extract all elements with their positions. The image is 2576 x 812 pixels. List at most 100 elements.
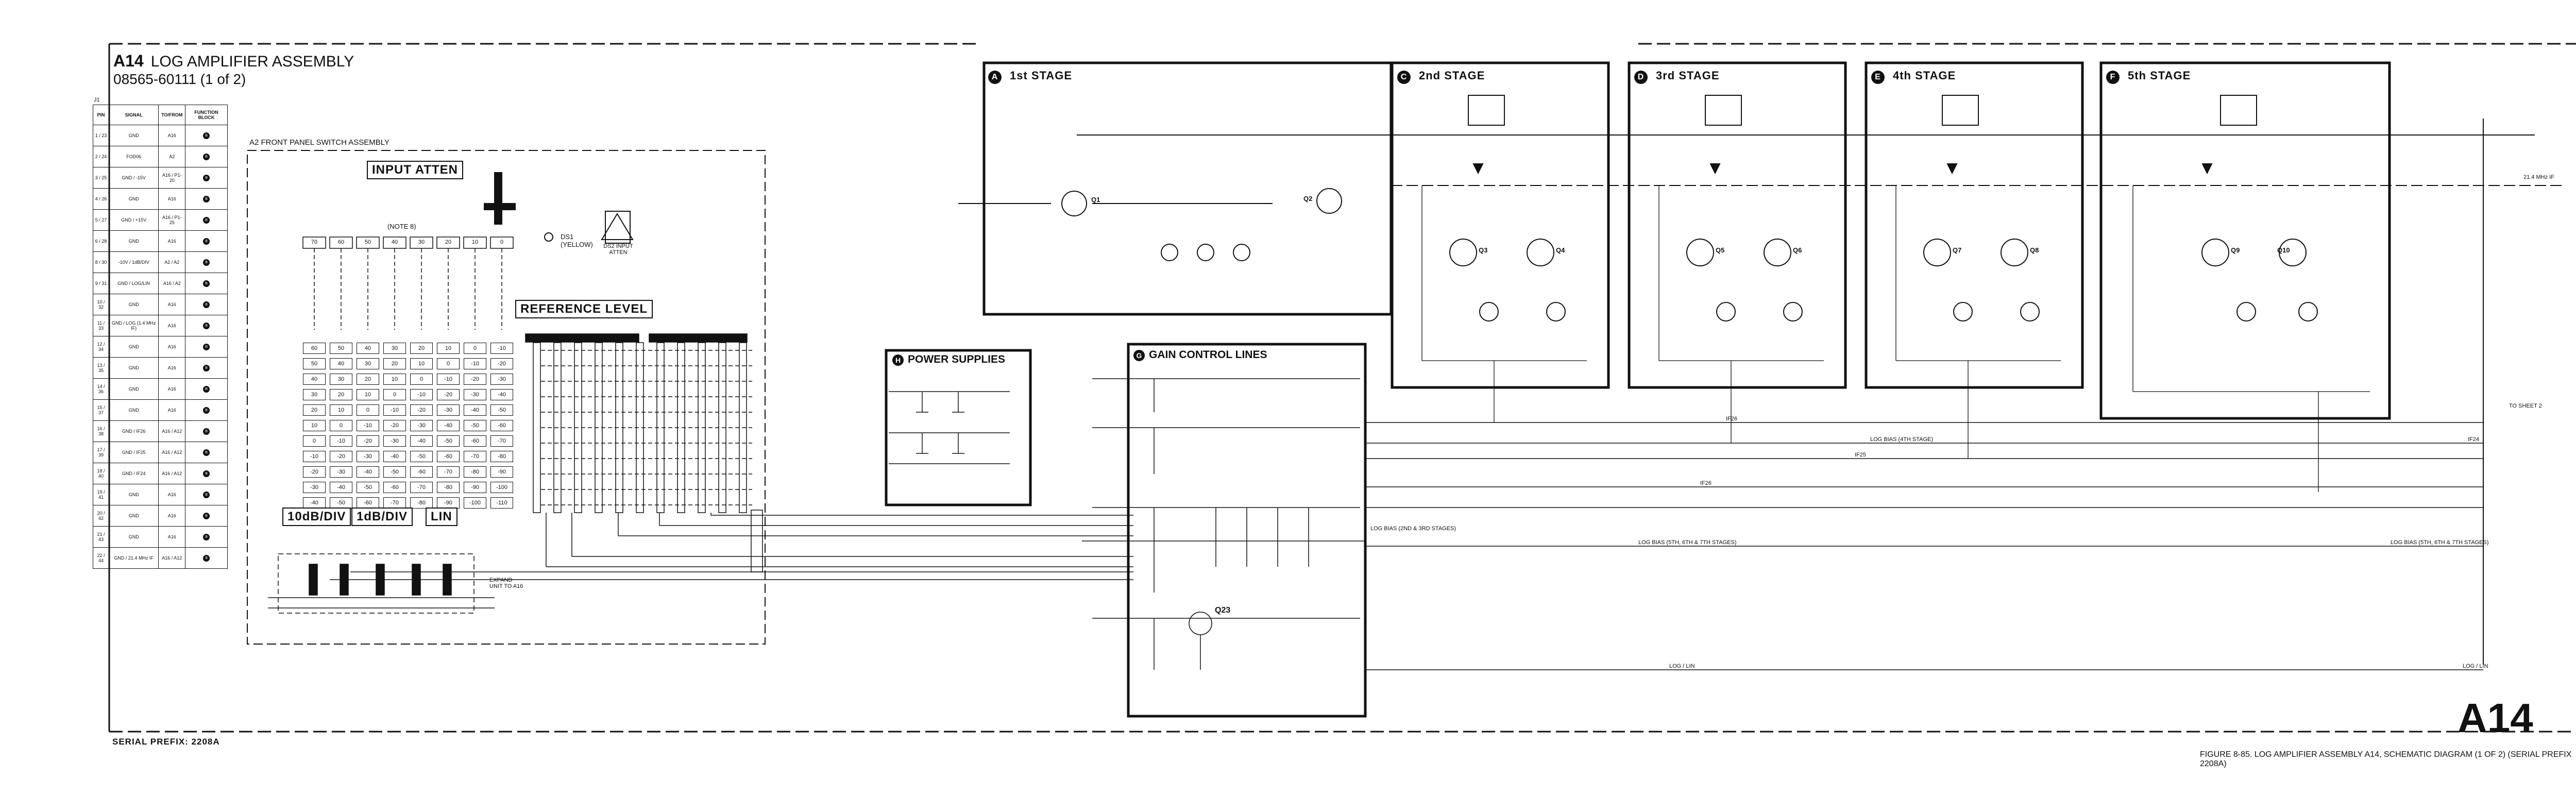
pin-cell: 6 / 28	[92, 230, 110, 252]
signal-cell: GND	[109, 188, 159, 210]
transistor-symbols	[1061, 188, 2318, 322]
signal-header: SIGNAL	[109, 105, 159, 125]
log-lin-label: LOG / LIN	[1669, 663, 1695, 669]
pin-cell: 15 / 37	[92, 399, 110, 421]
atten-value: 70	[311, 239, 318, 245]
reference-level-cell: -10	[410, 389, 433, 400]
reference-level-cell: 0	[330, 420, 352, 431]
reference-level-cell: -10	[330, 435, 352, 447]
stage-5-badge: F	[2106, 71, 2120, 84]
pin-header: PIN	[92, 105, 110, 125]
function-block-badge: B	[203, 470, 210, 477]
reference-level-cell: -30	[357, 451, 379, 462]
reference-level-cell: -90	[437, 497, 460, 509]
if24-label: IF24	[2468, 436, 2480, 443]
mode-10db-label: 10dB/DIV	[282, 508, 351, 526]
reference-level-cell: -50	[464, 420, 486, 431]
pin-cell: 13 / 35	[92, 357, 110, 379]
function-block-cell: B	[185, 442, 228, 463]
log-lin-right-label: LOG / LIN	[2463, 663, 2488, 669]
function-block-cell: B	[185, 463, 228, 484]
to-from-cell: A16	[158, 230, 186, 252]
reference-level-cell: -10	[490, 343, 513, 354]
function-block-header: FUNCTION BLOCK	[185, 105, 228, 125]
pin-cell: 14 / 36	[92, 378, 110, 400]
q3-label: Q3	[1479, 246, 1488, 254]
reference-level-cell: -60	[383, 482, 406, 493]
connector-label: J1	[94, 97, 100, 103]
signal-cell: GND	[109, 399, 159, 421]
power-supplies-badge: H	[892, 354, 904, 366]
pin-cell: 4 / 26	[92, 188, 110, 210]
reference-level-cell: 0	[410, 374, 433, 385]
function-block-cell: B	[185, 378, 228, 400]
atten-value: 60	[337, 239, 345, 245]
reference-level-cell: -100	[490, 482, 513, 493]
reference-level-cell: -80	[490, 451, 513, 462]
pin-cell: 16 / 38	[92, 420, 110, 442]
reference-level-switch-matrix	[302, 236, 752, 513]
atten-value: 20	[445, 239, 452, 245]
reference-level-cell: 50	[330, 343, 352, 354]
reference-level-cell: -40	[303, 497, 326, 509]
reference-level-cell: -20	[330, 451, 352, 462]
function-block-badge: B	[203, 238, 210, 245]
reference-level-cell: -60	[410, 466, 433, 478]
reference-level-cell: 0	[464, 343, 486, 354]
function-block-cell: B	[185, 420, 228, 442]
function-block-cell: B	[185, 399, 228, 421]
q4-label: Q4	[1556, 246, 1565, 254]
signal-cell: -10V / 1dB/DIV	[109, 251, 159, 273]
q6-label: Q6	[1793, 246, 1802, 254]
gain-control-box	[1127, 343, 1367, 718]
stage-2-badge: C	[1397, 71, 1411, 84]
signal-cell: GND	[109, 505, 159, 527]
q5-label: Q5	[1716, 246, 1725, 254]
atten-warning-label: DS2 INPUT ATTEN	[603, 243, 633, 256]
function-block-badge: B	[203, 407, 210, 414]
gain-control-badge: G	[1133, 350, 1145, 361]
reference-level-cell: 10	[410, 358, 433, 369]
reference-level-cell: -20	[357, 435, 379, 447]
reference-level-cell: -60	[357, 497, 379, 509]
atten-relay	[484, 172, 634, 244]
atten-value: 10	[471, 239, 479, 245]
to-from-cell: A16 / A12	[158, 420, 186, 442]
reference-level-cell: -40	[437, 420, 460, 431]
serial-prefix: SERIAL PREFIX: 2208A	[112, 737, 220, 747]
function-block-cell: B	[185, 294, 228, 315]
reference-level-cell: -30	[383, 435, 406, 447]
atten-value: 0	[500, 239, 504, 245]
reference-level-cell: -50	[490, 404, 513, 416]
pin-cell: 10 / 32	[92, 294, 110, 315]
to-from-cell: A16 / A12	[158, 463, 186, 484]
if25-label: IF25	[1855, 452, 1867, 458]
figure-caption: FIGURE 8-85. LOG AMPLIFIER ASSEMBLY A14,…	[2200, 750, 2572, 768]
stage-4-badge: E	[1871, 71, 1885, 84]
function-block-badge: B	[203, 343, 210, 350]
function-block-cell: B	[185, 125, 228, 146]
power-supplies-box	[885, 349, 1032, 506]
function-block-cell: B	[185, 547, 228, 569]
reference-level-cell: -70	[437, 466, 460, 478]
signal-cell: GND	[109, 230, 159, 252]
function-block-cell: B	[185, 209, 228, 231]
function-block-cell: B	[185, 526, 228, 548]
part-number: 08565-60111 (1 of 2)	[113, 71, 246, 87]
pin-cell: 2 / 24	[92, 146, 110, 167]
bias-bus-lines	[1082, 422, 2483, 670]
pin-cell: 17 / 39	[92, 442, 110, 463]
reference-level-cell: -10	[303, 451, 326, 462]
